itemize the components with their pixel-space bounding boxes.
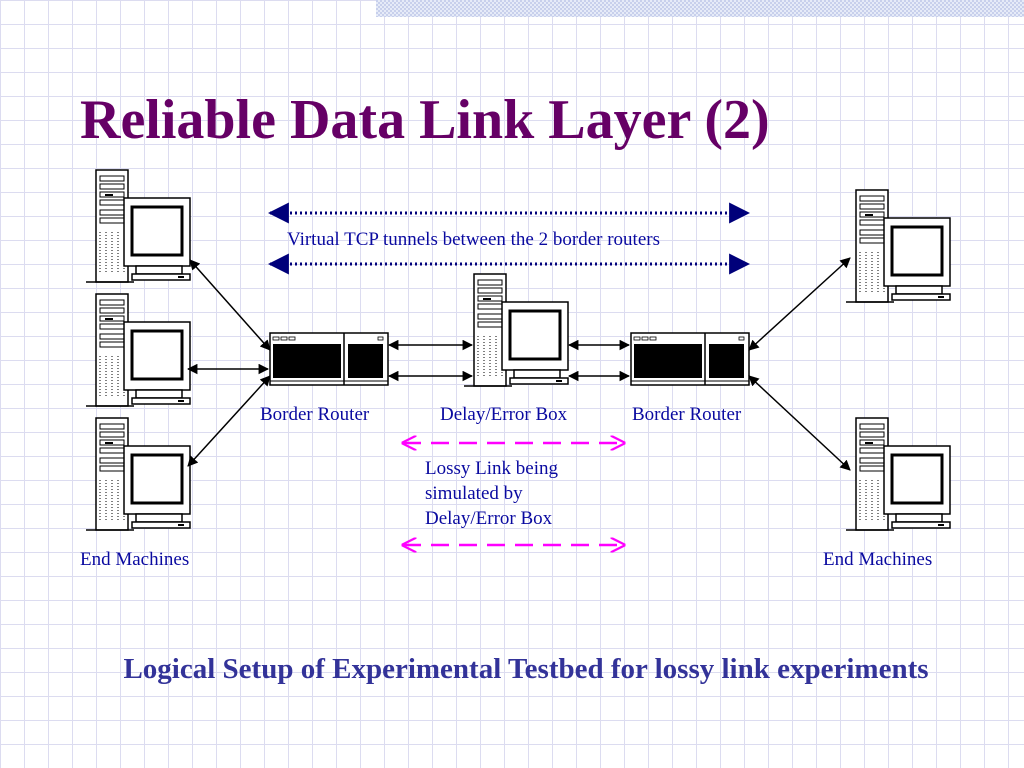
tunnel-label: Virtual TCP tunnels between the 2 border… bbox=[287, 229, 660, 250]
corner-decoration bbox=[376, 0, 1024, 17]
end-machine-left-2 bbox=[84, 292, 192, 408]
end-machines-right-label: End Machines bbox=[823, 549, 933, 570]
link-right-1 bbox=[748, 257, 851, 351]
link-left-1 bbox=[189, 259, 271, 351]
delay-error-box-label: Delay/Error Box bbox=[440, 404, 568, 425]
slide-caption: Logical Setup of Experimental Testbed fo… bbox=[123, 653, 929, 685]
link-right-2 bbox=[748, 375, 851, 471]
border-router-right bbox=[630, 332, 750, 386]
end-machine-right-1 bbox=[844, 188, 952, 304]
end-machine-left-3 bbox=[84, 416, 192, 532]
end-machine-right-2 bbox=[844, 416, 952, 532]
border-router-right-label: Border Router bbox=[632, 404, 742, 425]
end-machines-left-label: End Machines bbox=[80, 549, 190, 570]
lossy-link-label: Lossy Link being simulated by Delay/Erro… bbox=[425, 458, 558, 529]
link-left-3 bbox=[187, 375, 271, 467]
border-router-left-label: Border Router bbox=[260, 404, 370, 425]
delay-error-box-computer bbox=[462, 272, 570, 388]
slide-title: Reliable Data Link Layer (2) bbox=[80, 89, 770, 151]
border-router-left bbox=[269, 332, 389, 386]
end-machine-left-1 bbox=[84, 168, 192, 284]
